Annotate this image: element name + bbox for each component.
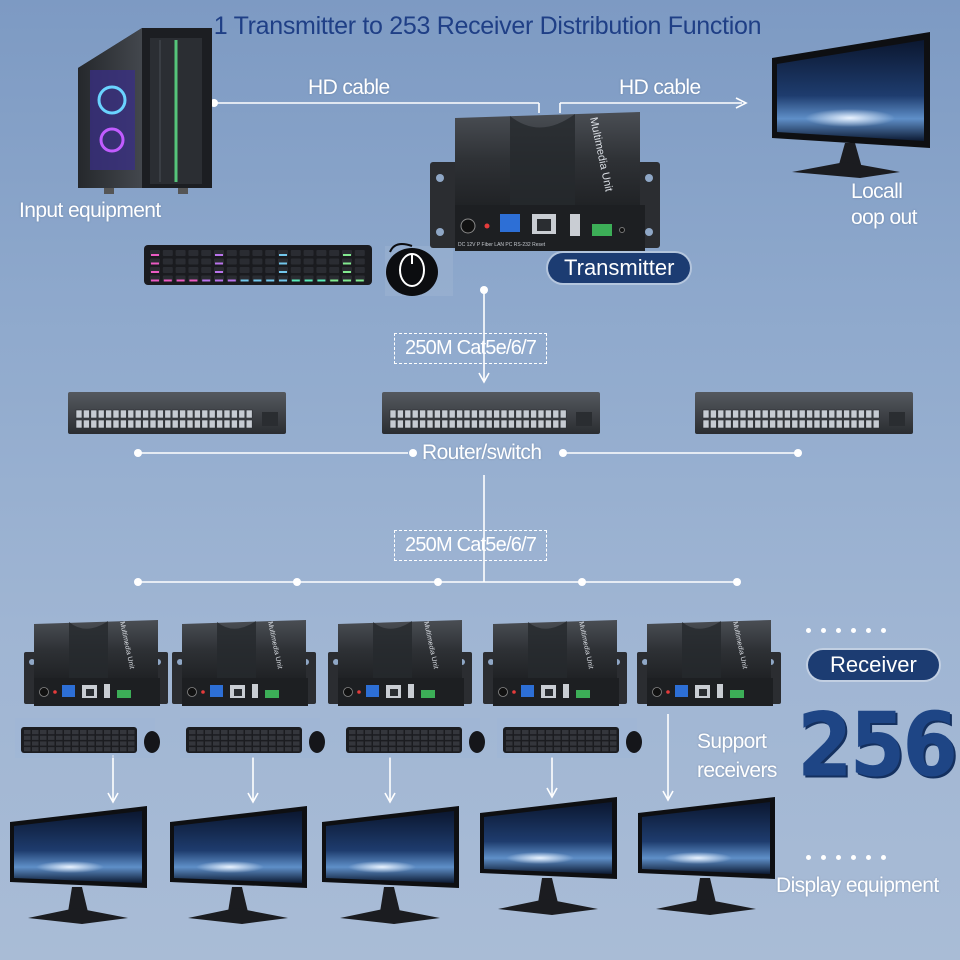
hd-cable-label-left: HD cable — [308, 76, 390, 99]
support-line2: receivers — [697, 759, 777, 782]
switch-center — [382, 392, 600, 434]
input-keyboard — [144, 245, 372, 285]
svg-text:DC 12V P Fiber: DC 12V P Fiber LAN PC RS-232 Reset — [458, 242, 546, 248]
connection-lines — [112, 97, 800, 800]
receiver-unit-1: Multimedia Unit — [24, 620, 168, 706]
display-monitor-4 — [480, 797, 617, 915]
display-monitor-1 — [10, 806, 147, 924]
display-monitor-2 — [170, 806, 307, 924]
transmitter-badge: Transmitter — [548, 253, 691, 283]
arrow-heads — [107, 787, 674, 804]
receiver-unit-3: Multimedia Unit — [328, 620, 472, 706]
switch-left — [68, 392, 286, 434]
display-monitor-5 — [638, 797, 775, 915]
cat-cable-label-top: 250M Cat5e/6/7 — [394, 333, 548, 364]
receiver-unit-5: Multimedia Unit — [637, 620, 781, 706]
connection-dots — [134, 99, 802, 586]
support-line1: Support — [697, 730, 767, 753]
receiver-keyboard-4 — [497, 718, 642, 758]
receiver-dots — [806, 628, 886, 633]
cat-cable-label-bottom: 250M Cat5e/6/7 — [394, 530, 548, 561]
receiver-keyboard-1 — [15, 718, 160, 758]
local-loop-label-line2: oop out — [851, 206, 917, 229]
receiver-keyboard-3 — [340, 718, 485, 758]
router-switch-label: Router/switch — [422, 441, 542, 464]
receiver-keyboard-2 — [180, 718, 325, 758]
input-mouse — [385, 243, 453, 296]
receiver-unit-4: Multimedia Unit — [483, 620, 627, 706]
display-monitor-3 — [322, 806, 459, 924]
display-equipment-label: Display equipment — [776, 874, 939, 897]
support-receivers-text: Support receivers — [697, 727, 777, 785]
diagram-title: 1 Transmitter to 253 Receiver Distributi… — [213, 12, 762, 40]
hd-cable-label-right: HD cable — [619, 76, 701, 99]
transmitter-device: Multimedia Unit DC 12V P Fiber LAN PC RS… — [430, 112, 660, 251]
display-dots — [806, 855, 886, 860]
receiver-count: 256 — [797, 694, 958, 797]
receiver-unit-2: Multimedia Unit — [172, 620, 316, 706]
receiver-badge: Receiver — [808, 650, 939, 680]
switch-right — [695, 392, 913, 434]
local-monitor — [772, 32, 930, 178]
input-equipment-label: Input equipment — [19, 199, 161, 222]
pc-tower — [78, 28, 212, 194]
local-loop-label-line1: Locall — [851, 180, 903, 203]
